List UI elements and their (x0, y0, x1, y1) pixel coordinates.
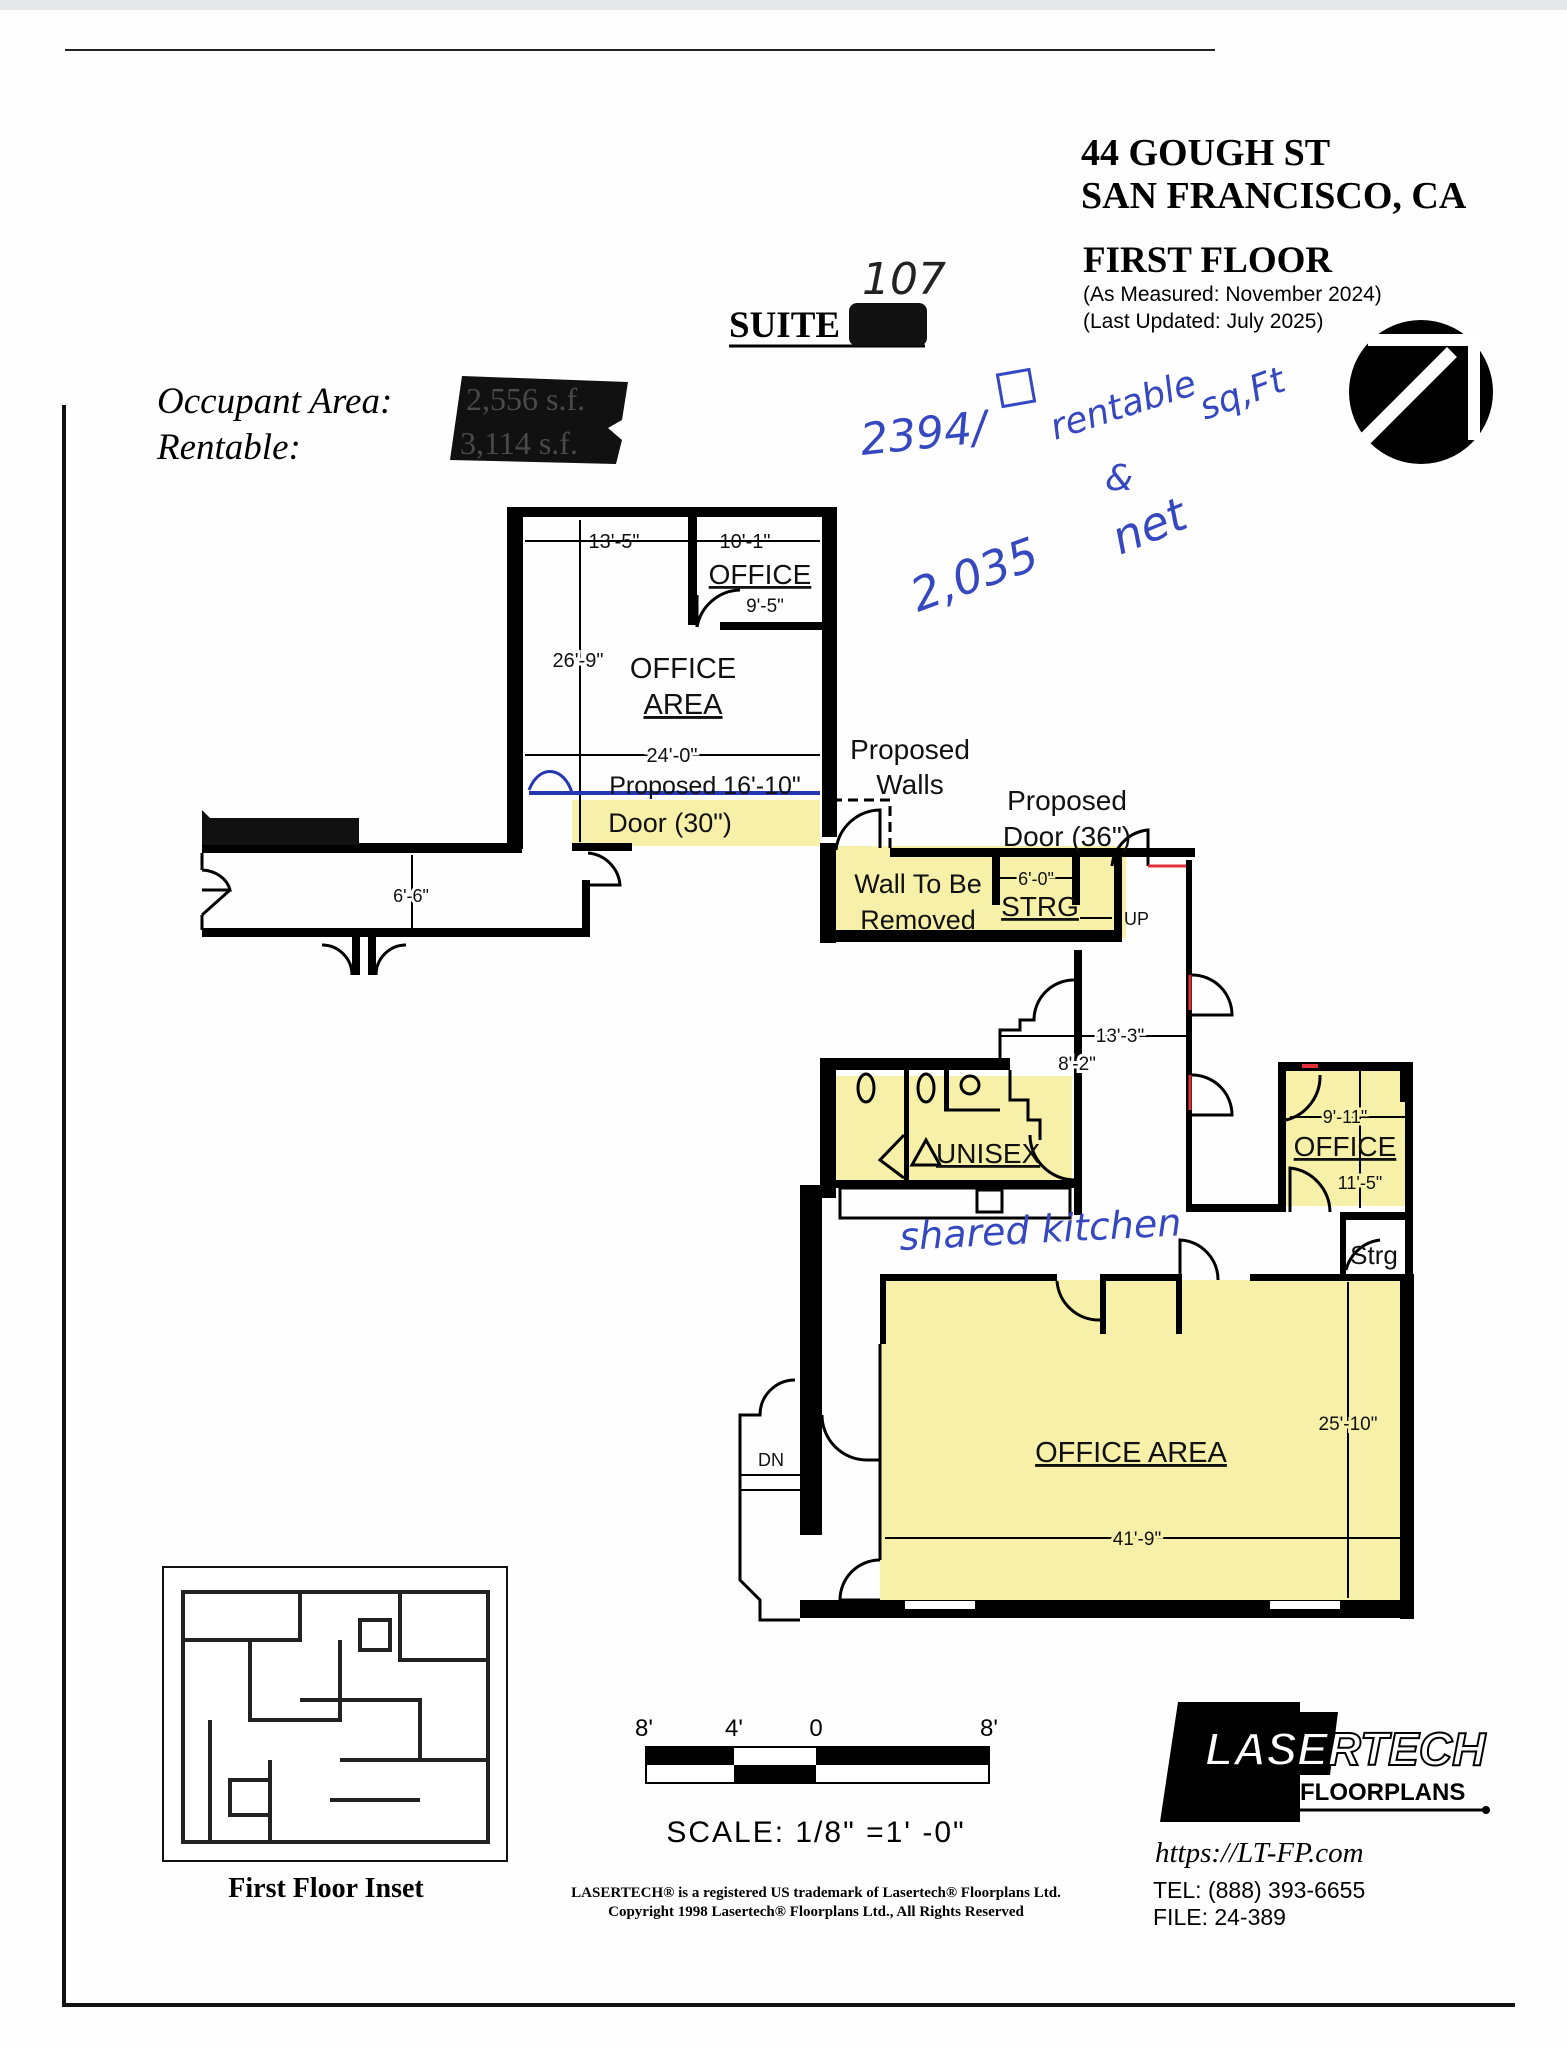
proposed-16-10-label: Proposed 16'-10" (609, 772, 801, 800)
inset-label: First Floor Inset (228, 1873, 424, 1904)
suite-plan (200, 507, 1414, 1622)
wall-to-be-removed-1: Wall To Be (854, 869, 982, 899)
up-label: UP (1124, 909, 1149, 929)
dim-6-0: 6'-0" (1018, 869, 1054, 889)
dim-13-3: 13'-3" (1096, 1026, 1144, 1047)
proposed-door-label-2: Door (36") (1003, 821, 1131, 852)
scale-bar: 8' 4' 0 8' (635, 1715, 998, 1784)
handwritten-ampersand: & (1105, 458, 1133, 499)
dim-41-9: 41'-9" (1113, 1529, 1161, 1550)
wall-to-be-removed-2: Removed (860, 905, 976, 935)
scale-tick-3: 8' (980, 1715, 998, 1742)
address-line1: 44 GOUGH ST (1081, 132, 1330, 174)
occupant-area-label: Occupant Area: (157, 381, 392, 422)
dim-6-6: 6'-6" (393, 886, 429, 906)
office-right-label: OFFICE (1294, 1131, 1397, 1162)
office-area-main-label: OFFICE AREA (1035, 1437, 1227, 1469)
proposed-walls-label-2: Walls (876, 769, 943, 800)
occupant-area-value: 2,556 s.f. (466, 381, 585, 417)
dim-24-0: 24'-0" (647, 745, 698, 767)
page-border (62, 405, 1515, 2007)
proposed-door-label-1: Proposed (1007, 785, 1127, 816)
dim-8-2: 8'-2" (1058, 1054, 1096, 1075)
handwritten-suite-number: 107 (862, 254, 946, 305)
right-office-highlight (1284, 1066, 1410, 1206)
office-area-label-2: AREA (644, 689, 724, 721)
address-line2: SAN FRANCISCO, CA (1081, 175, 1467, 217)
north-arrow-icon (1349, 320, 1493, 464)
area-values-redaction (450, 376, 628, 464)
dim-9-11: 9'-11" (1323, 1107, 1368, 1127)
first-floor-inset (162, 1566, 508, 1862)
handwritten-rentable-text: rentable (1045, 363, 1201, 449)
rentable-label: Rentable: (156, 427, 301, 468)
strg-small-label: Strg (1350, 1240, 1398, 1270)
logo-main-text: LASERTECH (1205, 1723, 1486, 1775)
rentable-area-value: 3,114 s.f. (460, 425, 578, 461)
updated-date: (Last Updated: July 2025) (1083, 310, 1323, 333)
door-30-label: Door (30") (608, 808, 732, 838)
scale-text: SCALE: 1/8" =1' -0" (666, 1816, 965, 1849)
dim-9-5: 9'-5" (746, 596, 784, 617)
lasertech-logo: LASERTECH FLOORPLANS (1160, 1702, 1490, 1822)
brand-file: FILE: 24-389 (1153, 1904, 1286, 1930)
office-area-label-1: OFFICE (630, 653, 736, 685)
door-highlight (572, 800, 820, 846)
office-top-label: OFFICE (709, 559, 812, 590)
scale-tick-1: 4' (725, 1715, 743, 1742)
floor-title: FIRST FLOOR (1083, 240, 1333, 281)
dim-26-9: 26'-9" (553, 650, 604, 672)
brand-url[interactable]: https://LT-FP.com (1155, 1837, 1364, 1869)
handwritten-rentable-value: 2394/ (858, 402, 994, 466)
dn-label: DN (758, 1450, 784, 1470)
office-area-highlight (880, 1280, 1410, 1610)
handwritten-kitchen: shared kitchen (898, 1200, 1182, 1259)
scale-tick-2: 0 (809, 1715, 822, 1742)
proposed-walls-label-1: Proposed (850, 734, 970, 765)
scale-tick-0: 8' (635, 1715, 653, 1742)
suite-label: SUITE (729, 305, 840, 346)
scan-edge (0, 0, 1567, 10)
handwritten-sqft: sq,Ft (1194, 359, 1292, 428)
copyright-line: Copyright 1998 Lasertech® Floorplans Ltd… (608, 1904, 1024, 1920)
suite-number-redaction (849, 303, 927, 346)
unisex-label: UNISEX (936, 1138, 1041, 1169)
dim-10-1: 10'-1" (720, 531, 771, 553)
strg-label: STRG (1001, 891, 1079, 922)
plan-labels: 13'-5" 10'-1" OFFICE 9'-5" 26'-9" OFFICE… (390, 520, 1398, 1553)
measured-date: (As Measured: November 2024) (1083, 283, 1382, 306)
logo-sub-text: FLOORPLANS (1300, 1779, 1465, 1806)
handwritten-net-value: 2,035 (903, 527, 1045, 623)
brand-tel: TEL: (888) 393-6655 (1153, 1877, 1365, 1903)
dim-11-5: 11'-5" (1338, 1173, 1383, 1193)
dim-13-5: 13'-5" (589, 531, 640, 553)
dim-25-10: 25'-10" (1319, 1414, 1378, 1435)
trademark-line: LASERTECH® is a registered US trademark … (571, 1885, 1061, 1901)
